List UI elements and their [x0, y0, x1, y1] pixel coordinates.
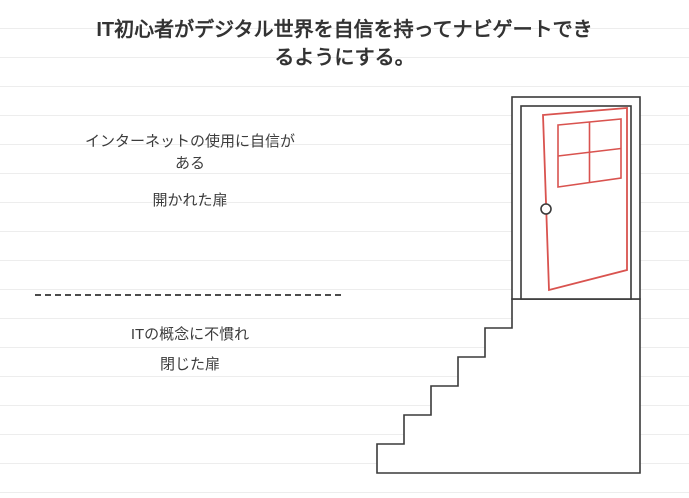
upper-caption-text: インターネットの使用に自信がある — [84, 133, 295, 172]
page-title: IT初心者がデジタル世界を自信を持ってナビゲートできるようにする。 — [96, 19, 593, 69]
lower-caption-text: ITの概念に不慣れ — [130, 326, 250, 343]
open-door-on-staircase-icon — [376, 96, 641, 474]
doorknob-icon — [540, 203, 552, 215]
door-window — [557, 118, 622, 188]
upper-caption: インターネットの使用に自信がある — [30, 131, 350, 175]
staircase — [376, 298, 641, 474]
window-mullion-horizontal — [557, 147, 622, 157]
dashed-divider-line — [35, 294, 341, 296]
door-stairs-illustration — [365, 92, 685, 484]
open-door — [542, 107, 628, 292]
open-door-label: 開かれた扉 — [152, 192, 228, 209]
closed-door-label: 閉じた扉 — [159, 356, 220, 373]
